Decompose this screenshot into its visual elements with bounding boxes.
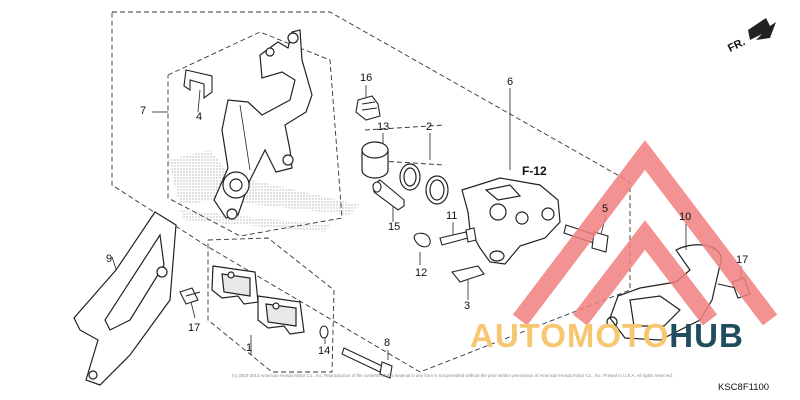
callout-7: 7 xyxy=(140,105,147,117)
callout-5: 5 xyxy=(602,203,609,215)
reference-label: F-12 xyxy=(522,164,547,178)
callout-17-right: 17 xyxy=(736,254,749,266)
bleeder-screw xyxy=(439,227,477,246)
watermark-triangle xyxy=(512,140,778,326)
callout-3: 3 xyxy=(464,300,471,312)
caliper-body xyxy=(461,177,561,265)
fr-arrow-icon xyxy=(748,18,776,40)
pad-spring xyxy=(451,265,485,283)
callout-10: 10 xyxy=(679,211,692,223)
callout-11: 11 xyxy=(446,210,458,222)
callout-9: 9 xyxy=(106,253,113,265)
callout-14: 14 xyxy=(318,345,331,357)
callout-1: 1 xyxy=(246,342,253,354)
flange-bolt-left xyxy=(179,287,201,305)
pad-retainer-clip xyxy=(183,69,213,100)
callout-6: 6 xyxy=(507,76,514,88)
callout-12: 12 xyxy=(415,267,428,279)
pad-pin xyxy=(341,347,393,379)
watermark-logo: AUTOMOTOHUB xyxy=(470,317,744,355)
assembly-outlines xyxy=(111,11,631,373)
callout-8: 8 xyxy=(384,337,391,349)
callout-16: 16 xyxy=(360,72,373,84)
bleeder-boot xyxy=(355,95,381,121)
callout-2: 2 xyxy=(426,121,433,133)
pad-pin-clip xyxy=(319,325,329,339)
piston-seals xyxy=(399,163,449,205)
caliper-pin xyxy=(372,179,405,211)
disc-guard xyxy=(73,211,177,386)
callout-17-left: 17 xyxy=(188,322,201,334)
watermark-text-1: AUTOMOTO xyxy=(470,317,670,354)
brake-pads xyxy=(211,265,305,335)
copyright-notice: (c) 2003-2013 American Honda Motor Co., … xyxy=(232,373,673,378)
watermark-text-2: HUB xyxy=(669,317,744,354)
callout-15: 15 xyxy=(388,221,401,233)
diagram-code: KSC8F1100 xyxy=(718,382,770,393)
caliper-piston xyxy=(361,141,389,179)
caliper-bracket xyxy=(213,29,313,220)
callout-13: 13 xyxy=(377,121,390,133)
bleeder-cap xyxy=(413,232,431,248)
callout-4: 4 xyxy=(196,111,203,123)
